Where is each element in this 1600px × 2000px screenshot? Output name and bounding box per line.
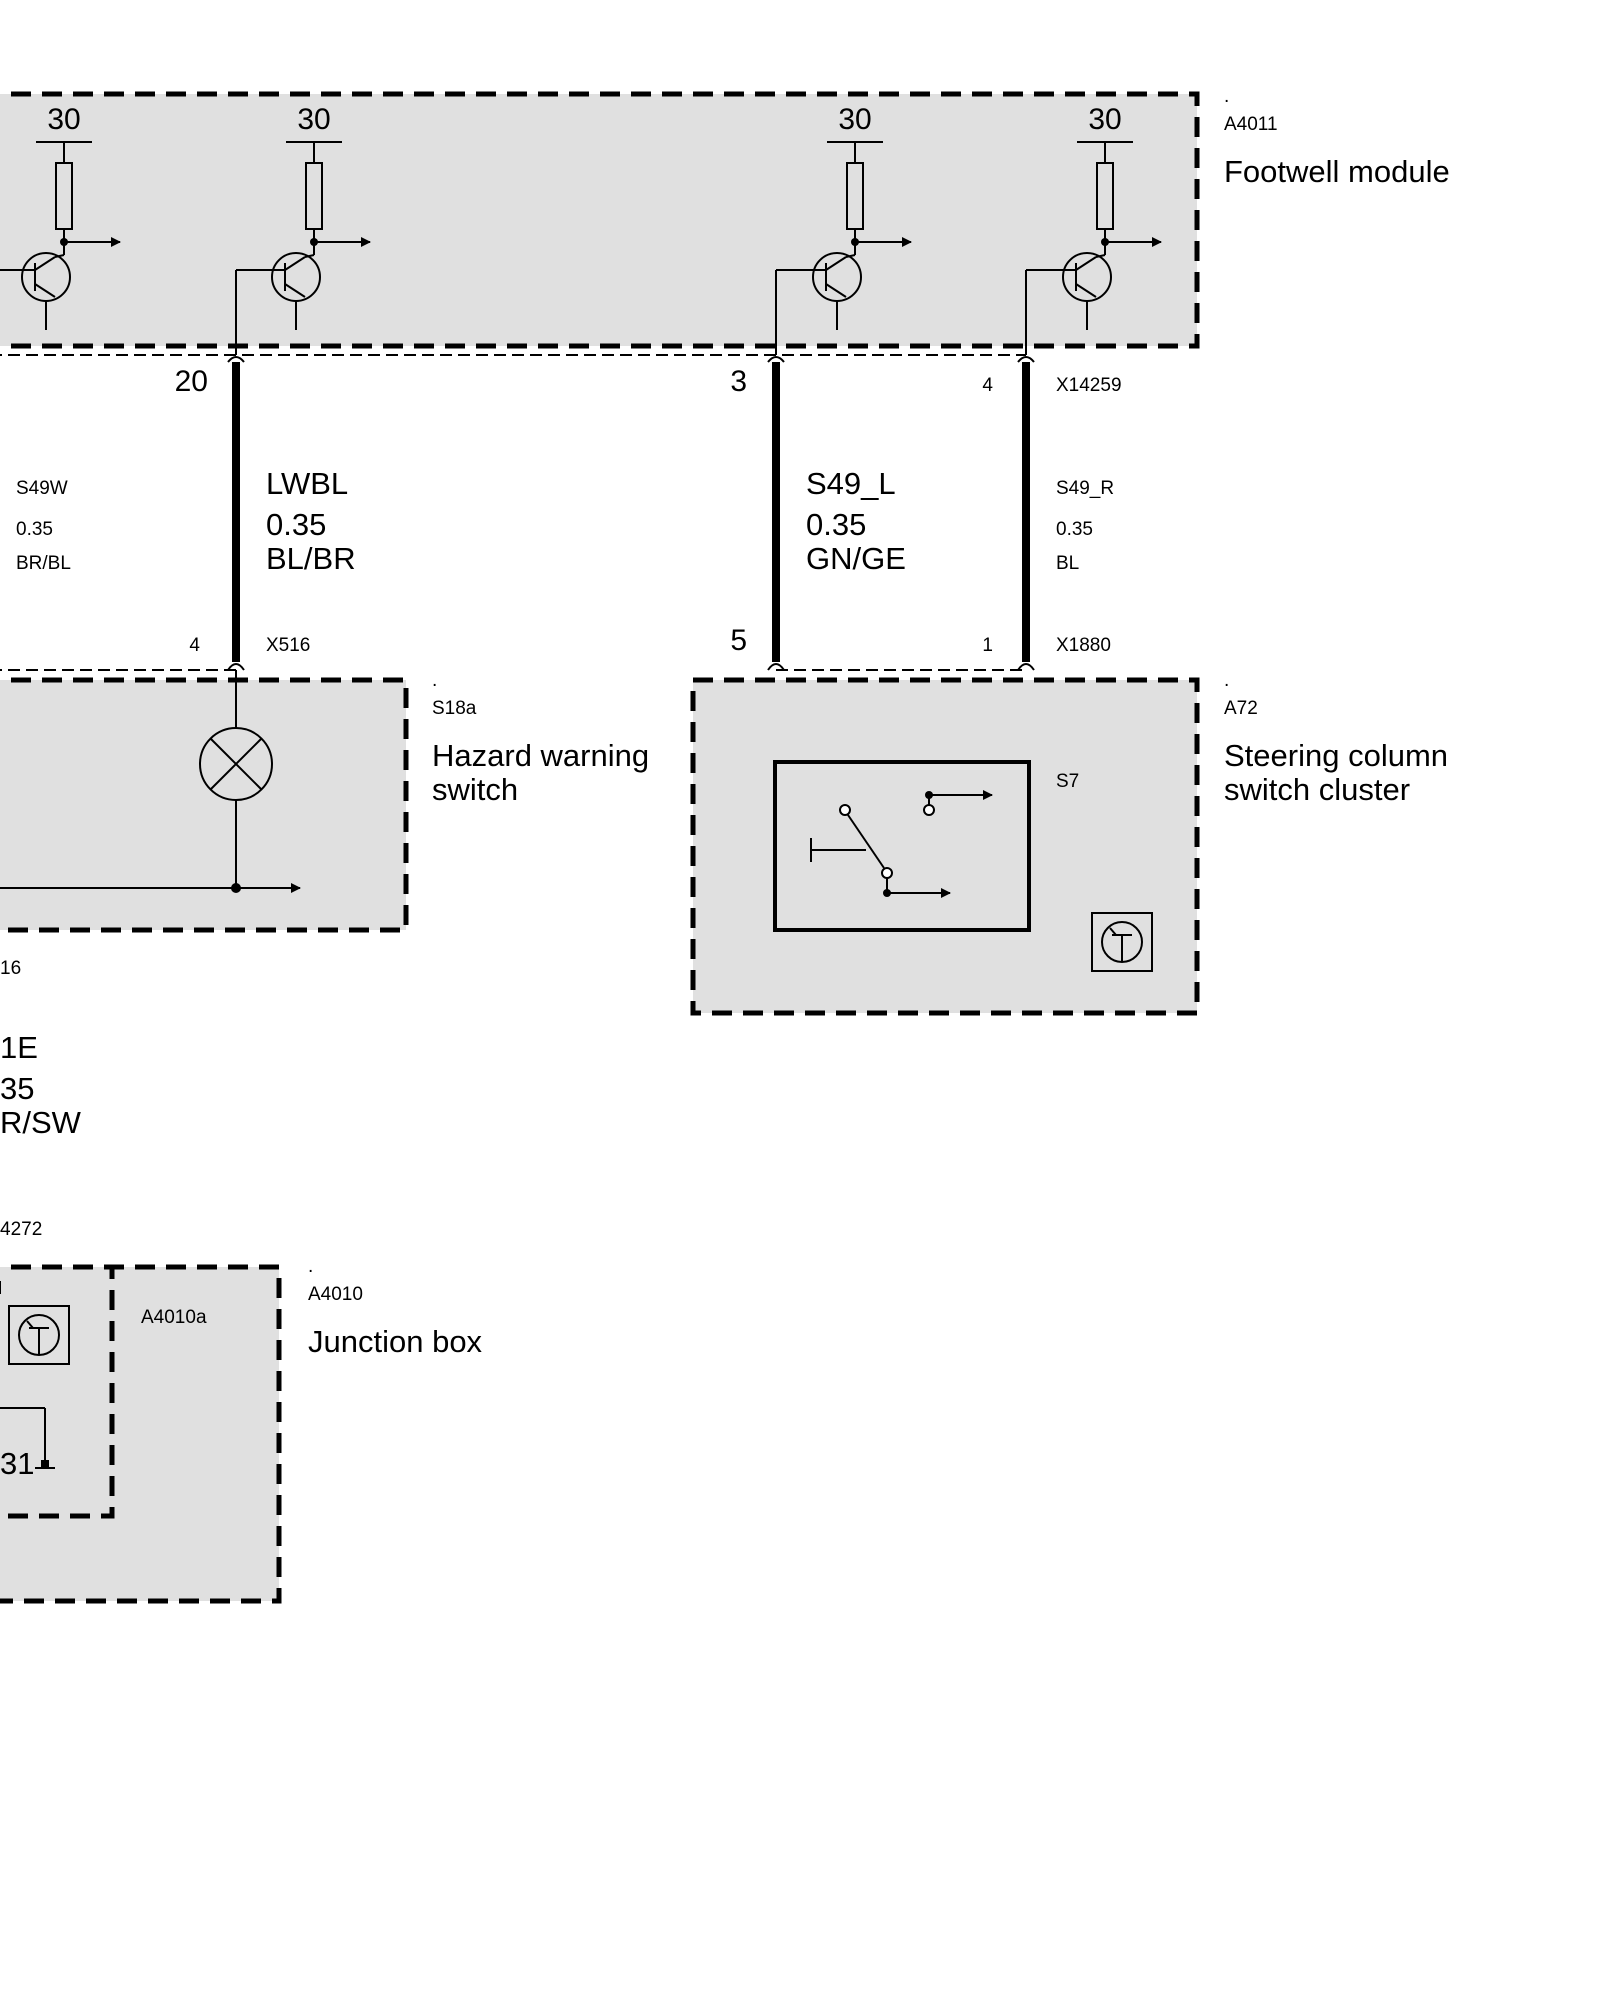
wire-s49w-name: S49W: [16, 478, 68, 499]
switch-s7-frame: [773, 760, 1031, 932]
footwell-driver-stage-4: 30: [1025, 103, 1162, 355]
terminal-30-label-1: 30: [47, 103, 80, 136]
terminal-30-label-2: 30: [297, 103, 330, 136]
connector-x516-label: X516: [266, 635, 310, 656]
terminal-30-label-4: 30: [1088, 103, 1121, 136]
component-name-line1: Steering column: [1224, 738, 1448, 773]
transistor-icon: [235, 252, 321, 355]
hazard-switch-box: [0, 677, 409, 933]
electronic-module-icon: [8, 1305, 70, 1365]
pin-3-label: 3: [730, 365, 747, 398]
footwell-driver-stage-1: 30: [0, 103, 121, 330]
footwell-driver-stage-3: 30: [775, 103, 912, 355]
component-name-line1: Hazard warning: [432, 738, 649, 773]
wire-partial-name: 1E: [0, 1030, 38, 1065]
component-code: A4010: [308, 1284, 363, 1305]
pin-20-label: 20: [175, 365, 208, 398]
wire-lwbl-size: 0.35: [266, 507, 326, 542]
wire-s49-r-name: S49_R: [1056, 478, 1114, 499]
ground-terminal-label: 31: [0, 1446, 34, 1481]
component-name-line2: switch cluster: [1224, 772, 1410, 807]
partial-connector-label-2: 4272: [0, 1219, 42, 1240]
component-dot: .: [432, 670, 437, 691]
component-code: A72: [1224, 698, 1258, 719]
wire-s49-l-color: GN/GE: [806, 541, 906, 576]
wire-s49-r-size: 0.35: [1056, 519, 1093, 540]
wire-lwbl-color: BL/BR: [266, 541, 356, 576]
wire-s49-l-name: S49_L: [806, 466, 896, 501]
electronic-module-icon: [1091, 912, 1153, 972]
junction-box-outline: [0, 1264, 282, 1604]
switch-icon: [810, 790, 993, 898]
wire-partial-size: 35: [0, 1071, 34, 1106]
wire-s49-r-color: BL: [1056, 553, 1079, 574]
connector-x14259-label: X14259: [1056, 375, 1122, 396]
component-name-line2: switch: [432, 772, 518, 807]
switch-code-s7: S7: [1056, 771, 1079, 792]
wire-lwbl-name: LWBL: [266, 466, 348, 501]
wires: [227, 356, 1035, 671]
component-name: Junction box: [308, 1324, 483, 1359]
component-code: A4011: [1224, 114, 1278, 135]
x1880-pin-1-label: 1: [982, 635, 993, 656]
transistor-icon: [775, 252, 862, 355]
component-name: Footwell module: [1224, 154, 1450, 189]
steering-column-switch-cluster: S7 . A72 Steering column switch cluster: [690, 669, 1448, 1016]
transistor-icon: [1025, 252, 1112, 355]
sub-component-code: A4010a: [141, 1307, 207, 1328]
component-dot: .: [1224, 670, 1229, 691]
pin-4-label: 4: [982, 375, 993, 396]
terminal-30-label-3: 30: [838, 103, 871, 136]
component-code: S18a: [432, 698, 477, 719]
wire-s49w-color: BR/BL: [16, 553, 71, 574]
x516-pin-label: 4: [189, 635, 200, 656]
transistor-icon: [0, 252, 71, 330]
connector-x1880-label: X1880: [1056, 635, 1111, 656]
x1880-pin-5-label: 5: [730, 624, 747, 657]
component-dot: .: [1224, 86, 1229, 107]
wire-s49w-size: 0.35: [16, 519, 53, 540]
hazard-warning-switch: . S18a Hazard warning switch: [0, 669, 649, 933]
wire-partial-color: R/SW: [0, 1105, 82, 1140]
footwell-module-box: [0, 91, 1200, 349]
footwell-driver-stage-2: 30: [235, 103, 371, 355]
footwell-module: 30 30: [0, 86, 1450, 356]
steering-switch-box: [690, 677, 1200, 1016]
junction-box: 31 A4010a . A4010 Junction box: [0, 1256, 483, 1604]
wire-s49-l-size: 0.35: [806, 507, 866, 542]
junction-sub-box-outline: [0, 1264, 115, 1519]
partial-connector-label: 16: [0, 958, 21, 979]
component-dot: .: [308, 1256, 313, 1277]
